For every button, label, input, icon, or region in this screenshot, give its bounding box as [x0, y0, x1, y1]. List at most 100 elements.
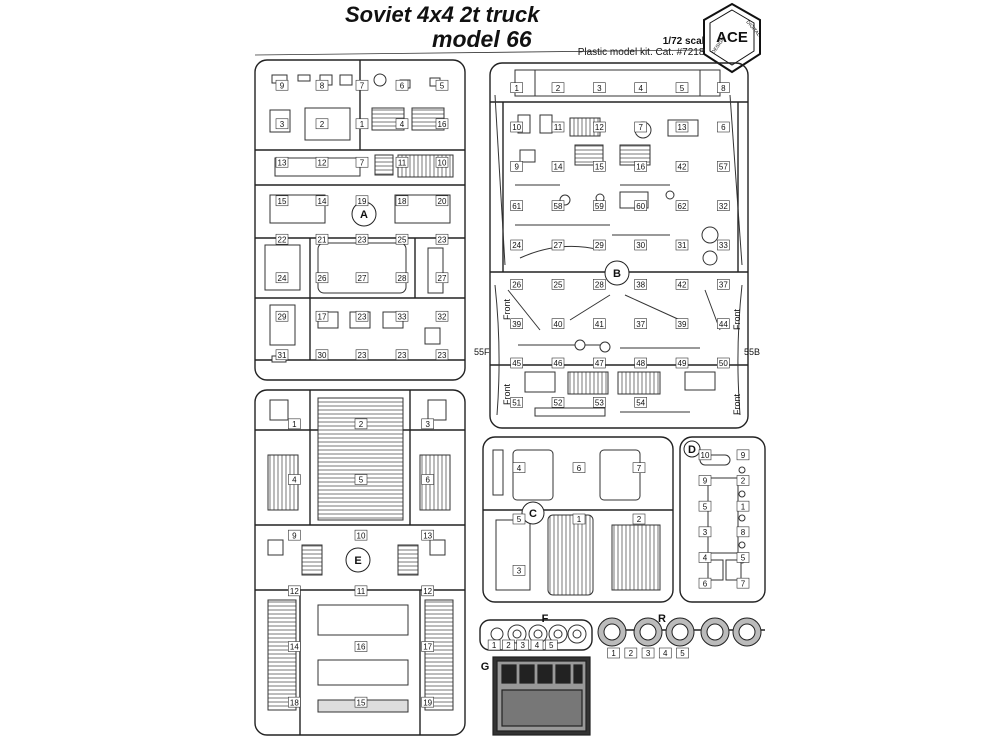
part-number-e-13: 13	[421, 529, 434, 541]
part-number-b-29: 29	[593, 239, 606, 251]
svg-text:12: 12	[318, 158, 327, 167]
svg-text:6: 6	[577, 464, 582, 473]
part-number-a-25: 25	[395, 233, 409, 245]
svg-text:1: 1	[360, 120, 365, 129]
part-number-a-23: 23	[355, 310, 369, 322]
part-number-a-31: 31	[275, 349, 289, 361]
sprue-label-g: G	[481, 661, 490, 673]
svg-text:3: 3	[517, 567, 522, 576]
part-number-c-4: 4	[512, 462, 526, 473]
svg-text:14: 14	[290, 643, 299, 652]
svg-text:1: 1	[577, 515, 582, 524]
part-number-d-6: 6	[698, 577, 712, 589]
svg-text:39: 39	[678, 320, 687, 329]
label-55f: 55F	[474, 347, 490, 357]
part-number-a-9: 9	[275, 79, 289, 91]
part-number-b-14: 14	[551, 161, 565, 172]
svg-text:1: 1	[611, 649, 616, 658]
part-number-e-18: 18	[288, 696, 301, 708]
svg-text:10: 10	[701, 451, 710, 460]
svg-text:7: 7	[360, 81, 365, 90]
svg-text:23: 23	[358, 235, 367, 244]
svg-text:2: 2	[506, 641, 511, 650]
svg-text:57: 57	[719, 163, 728, 172]
ace-logo-icon: ACE DIGITAL DESIGN	[703, 2, 761, 74]
scale-label: 1/72 scale	[662, 36, 710, 47]
svg-text:13: 13	[278, 158, 287, 167]
svg-text:23: 23	[358, 351, 367, 360]
svg-text:1: 1	[292, 420, 297, 429]
svg-text:30: 30	[636, 241, 645, 250]
part-number-e-12: 12	[421, 585, 434, 597]
svg-text:13: 13	[423, 531, 432, 540]
part-number-b-13: 13	[675, 121, 689, 133]
svg-text:11: 11	[398, 158, 407, 167]
part-number-b-52: 52	[551, 397, 565, 408]
part-number-b-47: 47	[593, 357, 606, 369]
part-number-b-39: 39	[675, 318, 689, 329]
part-number-b-28: 28	[593, 279, 606, 290]
svg-text:39: 39	[512, 320, 521, 329]
svg-text:58: 58	[554, 202, 563, 211]
part-number-r-1: 1	[607, 647, 620, 659]
part-number-b-57: 57	[717, 161, 730, 172]
part-number-b-24: 24	[510, 239, 523, 251]
part-number-c-2: 2	[632, 513, 646, 525]
svg-text:5: 5	[359, 476, 364, 485]
sprue-r-tyres	[597, 617, 762, 647]
svg-text:51: 51	[512, 399, 521, 408]
part-number-b-26: 26	[510, 279, 523, 290]
sprue-a	[254, 59, 466, 381]
part-number-a-29: 29	[275, 310, 289, 322]
part-number-e-3: 3	[421, 418, 434, 430]
svg-text:27: 27	[554, 241, 563, 250]
sprue-label-b: B	[613, 268, 621, 280]
part-number-c-6: 6	[572, 462, 586, 473]
svg-text:28: 28	[595, 281, 604, 290]
svg-text:24: 24	[512, 241, 521, 250]
part-number-e-11: 11	[354, 585, 368, 597]
part-number-b-27: 27	[551, 239, 565, 251]
svg-text:3: 3	[646, 649, 651, 658]
part-number-b-15: 15	[593, 161, 606, 172]
part-number-b-31: 31	[675, 239, 689, 251]
svg-text:27: 27	[358, 274, 367, 283]
part-number-e-9: 9	[288, 529, 301, 541]
part-number-a-1: 1	[355, 118, 369, 130]
svg-text:26: 26	[512, 281, 521, 290]
svg-text:1: 1	[492, 641, 497, 650]
part-number-b-32: 32	[717, 200, 730, 211]
svg-text:23: 23	[398, 351, 407, 360]
part-number-a-23: 23	[435, 349, 449, 361]
svg-text:25: 25	[554, 281, 563, 290]
part-number-d-8: 8	[736, 526, 750, 538]
part-number-a-6: 6	[395, 79, 409, 91]
part-number-a-23: 23	[355, 349, 369, 361]
sprue-g	[492, 656, 591, 736]
part-number-b-30: 30	[634, 239, 647, 251]
svg-text:20: 20	[438, 197, 447, 206]
svg-text:25: 25	[398, 235, 407, 244]
part-number-e-5: 5	[354, 474, 368, 485]
svg-text:5: 5	[680, 84, 685, 93]
part-number-a-7: 7	[355, 79, 369, 91]
svg-text:4: 4	[517, 464, 522, 473]
svg-text:54: 54	[636, 399, 645, 408]
page-title-line2: model 66	[432, 26, 532, 52]
part-number-b-45: 45	[510, 357, 523, 369]
header-rule	[254, 49, 706, 56]
svg-text:4: 4	[638, 84, 643, 93]
part-number-a-8: 8	[315, 79, 329, 91]
part-number-a-30: 30	[315, 349, 329, 361]
svg-text:21: 21	[318, 235, 327, 244]
svg-text:8: 8	[741, 528, 746, 537]
svg-text:5: 5	[703, 502, 708, 511]
part-number-e-12: 12	[288, 585, 301, 597]
part-number-f-4: 4	[530, 639, 544, 651]
svg-text:9: 9	[292, 531, 297, 540]
svg-text:48: 48	[636, 359, 645, 368]
part-number-a-26: 26	[315, 272, 329, 284]
label-front-1: Front	[502, 298, 512, 320]
part-number-b-6: 6	[717, 121, 730, 133]
